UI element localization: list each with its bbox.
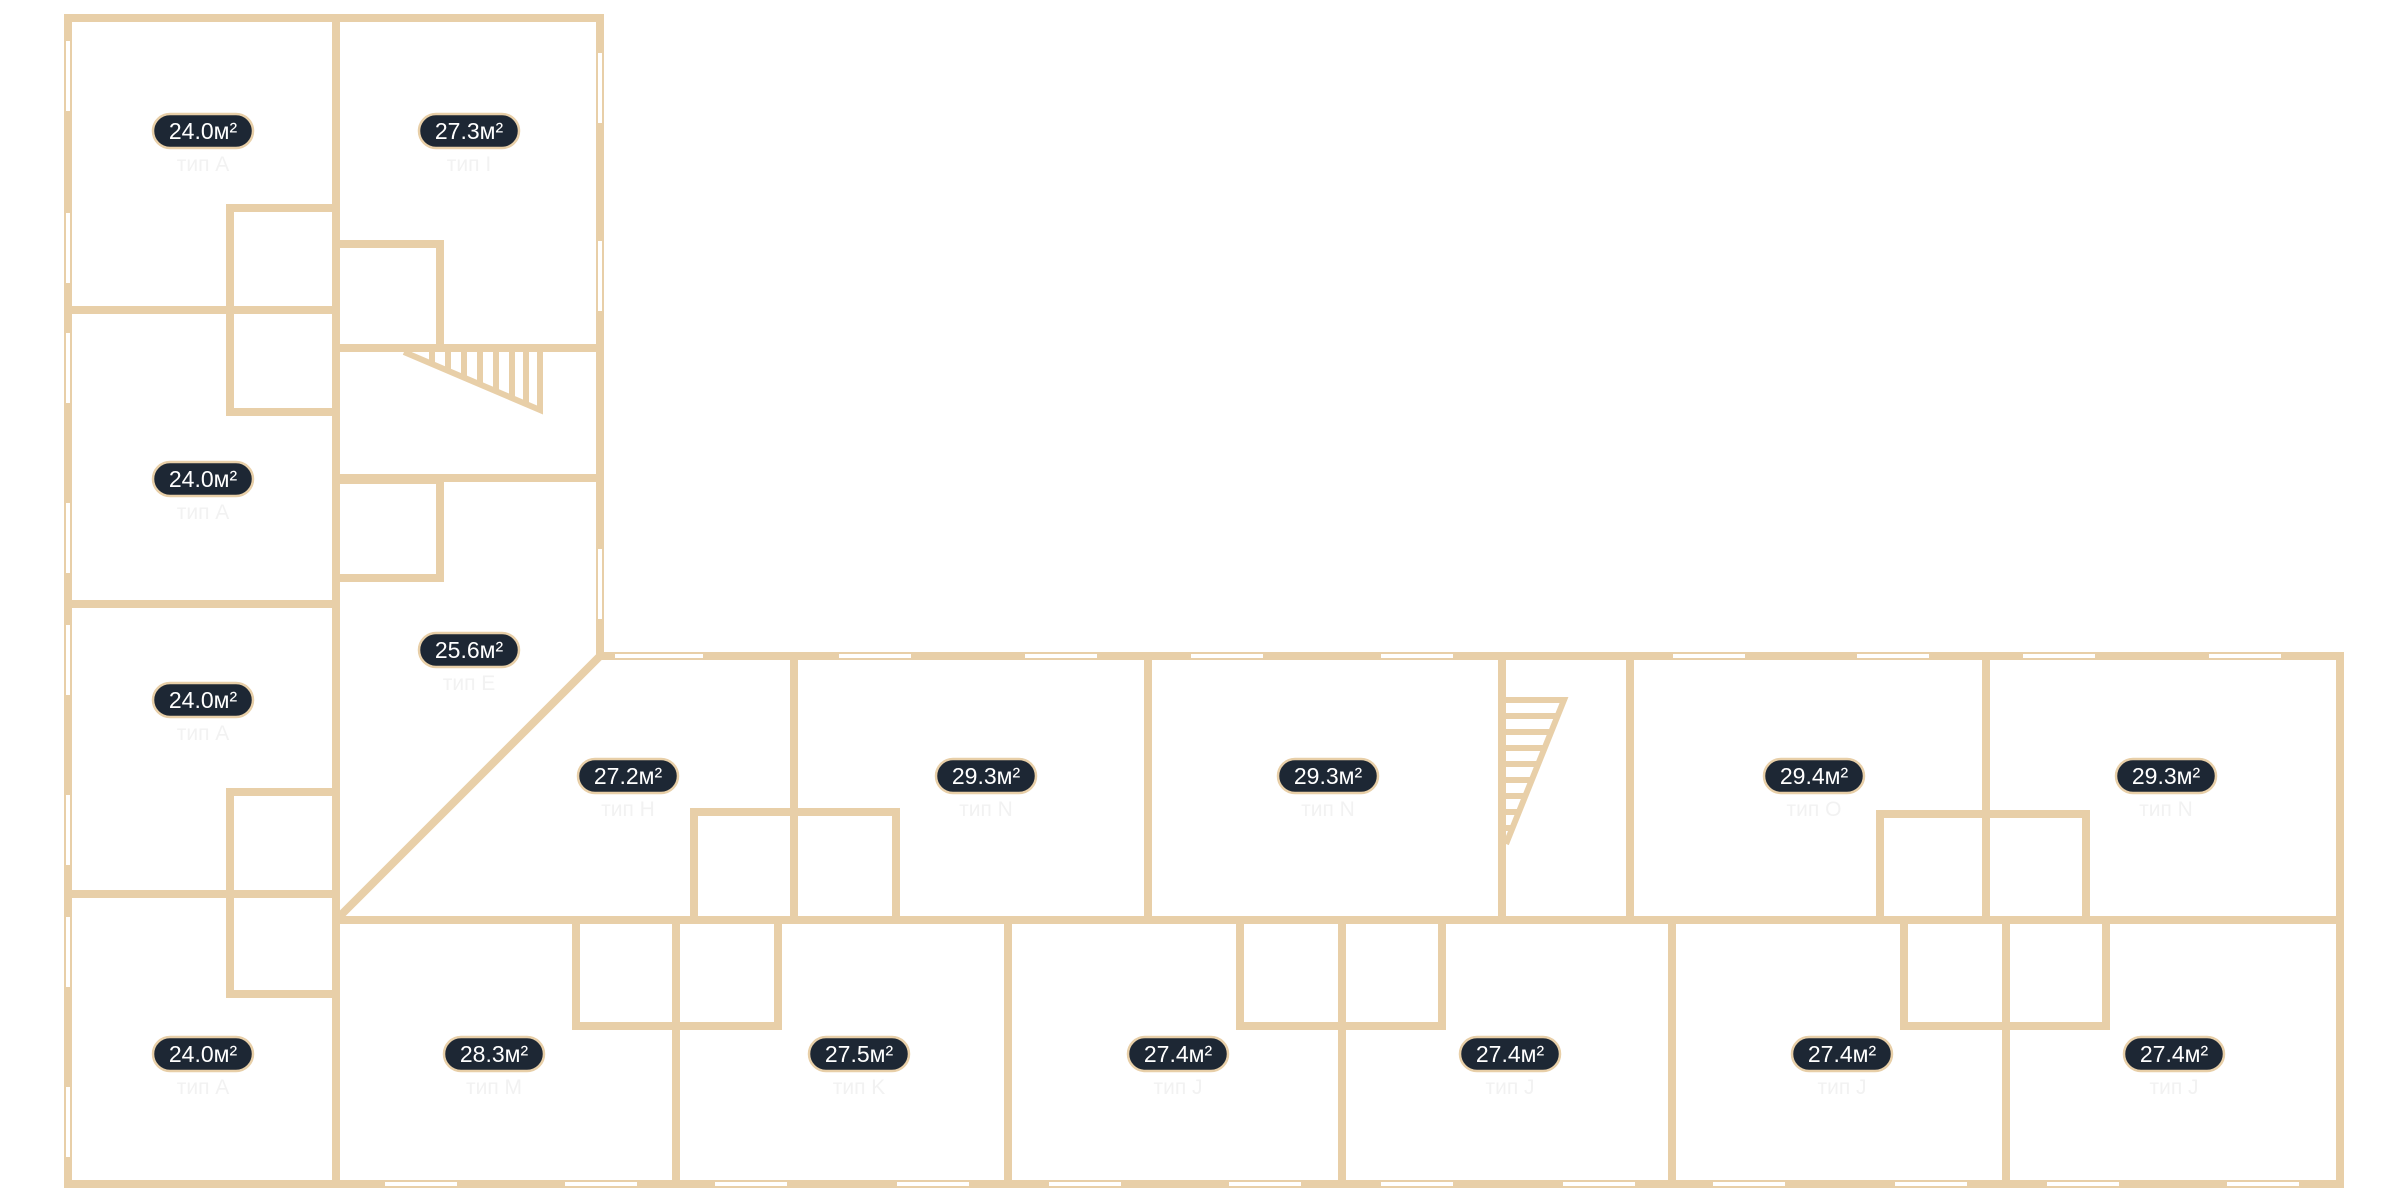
area-value: 27.5м² bbox=[825, 1041, 894, 1067]
apartment-type: тип J bbox=[1153, 1076, 1202, 1099]
apartment-label: 27.4м² тип J bbox=[1790, 1035, 1894, 1099]
apartment-type: тип M bbox=[466, 1076, 522, 1099]
apartment-type: тип A bbox=[177, 1076, 230, 1099]
area-badge bbox=[151, 460, 255, 498]
area-badge bbox=[2122, 1035, 2226, 1073]
outer-wall bbox=[64, 14, 2344, 1188]
area-badge bbox=[1126, 1035, 1230, 1073]
area-value: 27.4м² bbox=[1476, 1041, 1545, 1067]
apartment-label: 27.4м² тип J bbox=[1126, 1035, 1230, 1099]
area-badge bbox=[151, 112, 255, 150]
apartment-type: тип N bbox=[2139, 798, 2193, 821]
area-value: 29.4м² bbox=[1780, 763, 1849, 789]
staircase-lower bbox=[1503, 697, 1569, 846]
apartment-label: 27.4м² тип J bbox=[2122, 1035, 2226, 1099]
apartment-label: 29.3м² тип N bbox=[1276, 757, 1380, 821]
area-badge bbox=[807, 1035, 911, 1073]
apartment-type: тип E bbox=[443, 672, 496, 695]
interior-walls bbox=[64, 14, 2344, 1188]
apartment-type: тип I bbox=[447, 153, 491, 176]
apartment-type: тип J bbox=[2149, 1076, 2198, 1099]
diagonal-wall bbox=[332, 650, 606, 924]
apartment-label: 28.3м² тип M bbox=[442, 1035, 546, 1099]
apartment-label: 24.0м² тип A bbox=[151, 681, 255, 745]
apartment-type: тип N bbox=[1301, 798, 1355, 821]
apartment-type: тип A bbox=[177, 722, 230, 745]
apartment-type: тип K bbox=[833, 1076, 886, 1099]
area-value: 29.3м² bbox=[1294, 763, 1363, 789]
staircase-upper bbox=[402, 349, 543, 415]
apartment-label: 29.3м² тип N bbox=[2114, 757, 2218, 821]
apartment-type: тип J bbox=[1485, 1076, 1534, 1099]
apartment-label: 29.4м² тип O bbox=[1762, 757, 1866, 821]
area-badge bbox=[934, 757, 1038, 795]
apartment-type: тип A bbox=[177, 501, 230, 524]
area-badge bbox=[1790, 1035, 1894, 1073]
apartment-label: 24.0м² тип A bbox=[151, 112, 255, 176]
apartment-type: тип H bbox=[601, 798, 655, 821]
area-badge bbox=[1276, 757, 1380, 795]
apartment-type: тип O bbox=[1787, 798, 1842, 821]
apartment-type: тип A bbox=[177, 153, 230, 176]
area-badge bbox=[442, 1035, 546, 1073]
area-value: 24.0м² bbox=[169, 687, 238, 713]
apartment-label: 27.2м² тип H bbox=[576, 757, 680, 821]
area-badge bbox=[576, 757, 680, 795]
area-value: 27.4м² bbox=[1144, 1041, 1213, 1067]
apartment-label: 27.5м² тип K bbox=[807, 1035, 911, 1099]
area-value: 25.6м² bbox=[435, 637, 504, 663]
area-value: 27.2м² bbox=[594, 763, 663, 789]
apartment-type: тип J bbox=[1817, 1076, 1866, 1099]
apartment-type: тип N bbox=[959, 798, 1013, 821]
area-value: 24.0м² bbox=[169, 118, 238, 144]
area-badge bbox=[151, 1035, 255, 1073]
area-badge bbox=[417, 631, 521, 669]
area-badge bbox=[417, 112, 521, 150]
area-badge bbox=[151, 681, 255, 719]
apartment-label: 27.3м² тип I bbox=[417, 112, 521, 176]
area-value: 27.4м² bbox=[1808, 1041, 1877, 1067]
area-value: 29.3м² bbox=[952, 763, 1021, 789]
area-value: 27.4м² bbox=[2140, 1041, 2209, 1067]
area-value: 24.0м² bbox=[169, 466, 238, 492]
area-value: 28.3м² bbox=[460, 1041, 529, 1067]
area-value: 29.3м² bbox=[2132, 763, 2201, 789]
apartment-label: 29.3м² тип N bbox=[934, 757, 1038, 821]
area-badge bbox=[2114, 757, 2218, 795]
area-badge bbox=[1762, 757, 1866, 795]
apartment-label: 25.6м² тип E bbox=[417, 631, 521, 695]
area-value: 24.0м² bbox=[169, 1041, 238, 1067]
apartment-label: 27.4м² тип J bbox=[1458, 1035, 1562, 1099]
windows bbox=[64, 39, 2301, 1188]
area-badge bbox=[1458, 1035, 1562, 1073]
apartment-label: 24.0м² тип A bbox=[151, 1035, 255, 1099]
apartment-labels: 24.0м² тип A 27.3м² тип I 24.0м² тип A 24.0м² т… bbox=[151, 112, 2226, 1099]
apartment-label: 24.0м² тип A bbox=[151, 460, 255, 524]
area-value: 27.3м² bbox=[435, 118, 504, 144]
